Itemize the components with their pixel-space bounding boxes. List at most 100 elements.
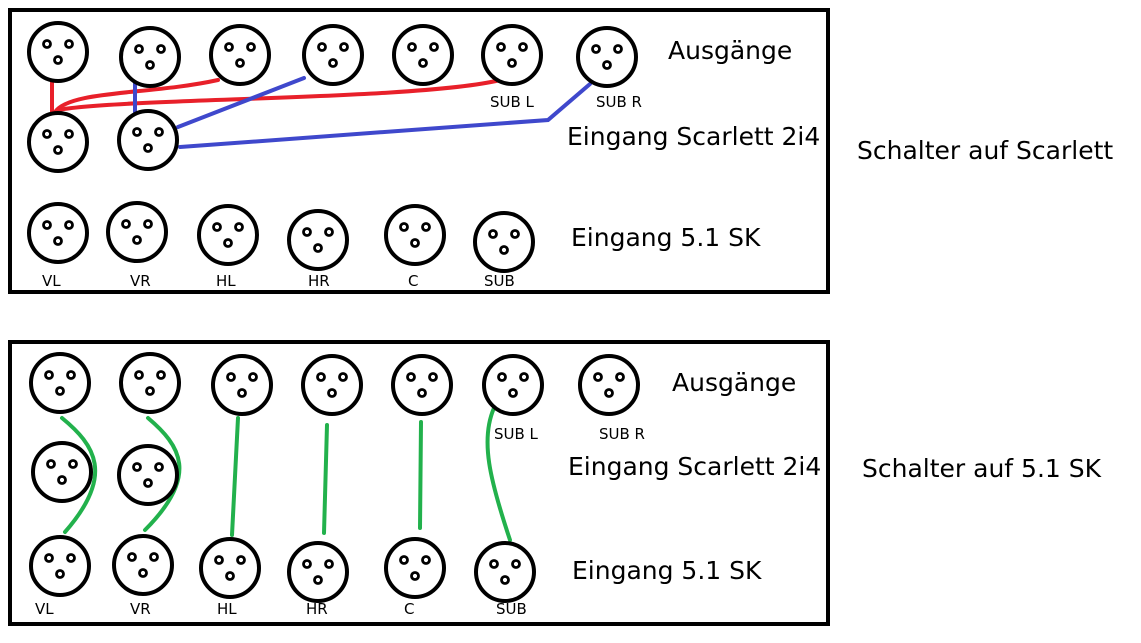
xlr-connector-icon — [287, 541, 349, 603]
channel-label: VR — [130, 272, 151, 290]
xlr-connector-icon — [576, 26, 638, 88]
xlr-connector-icon — [391, 354, 453, 416]
channel-label: VR — [130, 600, 151, 618]
connector-pin — [406, 372, 416, 382]
connector-pin — [591, 44, 601, 54]
xlr-connector-icon — [384, 204, 446, 266]
connector-pin — [507, 58, 517, 68]
connector-pin — [410, 238, 420, 248]
sub-r-label: SUB R — [599, 425, 645, 443]
connector-pin — [134, 370, 144, 380]
connector-pin — [602, 60, 612, 70]
connector-pin — [324, 227, 334, 237]
connector-pin — [488, 229, 498, 239]
wires — [60, 406, 512, 542]
connector-pin — [237, 388, 247, 398]
wire — [143, 416, 182, 532]
xlr-connector-icon — [117, 109, 179, 171]
connector-pin — [399, 222, 409, 232]
connector-pin — [496, 42, 506, 52]
xlr-connector-icon — [29, 535, 91, 597]
connector-pin — [407, 42, 417, 52]
sub-l-label: SUB L — [490, 93, 535, 111]
connector-pin — [234, 222, 244, 232]
channel-label: HL — [217, 600, 237, 618]
xlr-connector-icon — [578, 354, 640, 416]
xlr-connector-icon — [106, 201, 168, 263]
xlr-connector-icon — [119, 352, 181, 414]
xlr-connector-icon — [112, 534, 174, 596]
channel-label: C — [408, 272, 418, 290]
connector-pin — [399, 555, 409, 565]
wire — [230, 416, 240, 537]
connector-pin — [42, 129, 52, 139]
connector-pin — [511, 559, 521, 569]
sub-l-label: SUB L — [494, 425, 539, 443]
wire — [53, 78, 220, 114]
xlr-connector-icon — [481, 24, 543, 86]
wire — [60, 416, 98, 534]
connector-pin — [66, 553, 76, 563]
switch-caption: Schalter auf 5.1 SK — [862, 454, 1102, 483]
connector-pin — [593, 372, 603, 382]
connector-pin — [417, 388, 427, 398]
connector-pin — [145, 60, 155, 70]
xlr-connector-icon — [384, 537, 446, 599]
channel-label: HR — [308, 272, 330, 290]
panel-frame — [8, 8, 830, 294]
connector-pin — [225, 571, 235, 581]
connector-pin — [489, 559, 499, 569]
connector-pin — [615, 372, 625, 382]
connector-pin — [44, 370, 54, 380]
connector-pin — [42, 39, 52, 49]
channel-label: HR — [306, 600, 328, 618]
connector-pin — [246, 42, 256, 52]
connector-pin — [410, 571, 420, 581]
connector-pin — [313, 575, 323, 585]
connector-pin — [418, 58, 428, 68]
sk-input-label: Eingang 5.1 SK — [572, 556, 762, 585]
channel-label: SUB — [484, 272, 515, 290]
connector-pin — [64, 129, 74, 139]
wire — [56, 78, 502, 112]
xlr-connector-icon — [287, 209, 349, 271]
connector-pin — [64, 220, 74, 230]
connector-pin — [44, 553, 54, 563]
connector-pin — [145, 386, 155, 396]
xlr-connector-icon — [209, 24, 271, 86]
connector-pin — [154, 127, 164, 137]
connector-pin — [339, 42, 349, 52]
connector-pin — [143, 478, 153, 488]
connector-pin — [510, 229, 520, 239]
connector-pin — [604, 388, 614, 398]
connector-pin — [499, 245, 509, 255]
sub-r-label: SUB R — [596, 93, 642, 111]
scarlett-input-label: Eingang Scarlett 2i4 — [567, 122, 820, 151]
connector-pin — [42, 220, 52, 230]
outputs-label: Ausgänge — [668, 36, 792, 65]
panel-scarlett: Ausgänge SUB L SUB R Eingang Scarlett 2i… — [8, 8, 830, 294]
connectors — [29, 352, 640, 603]
xlr-connector-icon — [27, 202, 89, 264]
connector-pin — [66, 370, 76, 380]
switch-caption: Schalter auf Scarlett — [857, 136, 1113, 165]
connector-pin — [317, 42, 327, 52]
connector-pin — [53, 145, 63, 155]
connectors — [27, 21, 638, 273]
xlr-connector-icon — [302, 24, 364, 86]
connector-pin — [226, 372, 236, 382]
panel-5-1-sk: Ausgänge SUB L SUB R Eingang Scarlett 2i… — [8, 340, 830, 626]
xlr-connector-icon — [199, 537, 261, 599]
connector-pin — [224, 42, 234, 52]
connector-pin — [212, 222, 222, 232]
channel-label: VL — [35, 600, 54, 618]
connector-pin — [248, 372, 258, 382]
wire — [322, 423, 329, 535]
connector-pin — [497, 372, 507, 382]
connector-pin — [46, 459, 56, 469]
outputs-label: Ausgänge — [672, 368, 796, 397]
connector-pin — [149, 552, 159, 562]
connector-pin — [519, 372, 529, 382]
wires — [50, 76, 592, 149]
